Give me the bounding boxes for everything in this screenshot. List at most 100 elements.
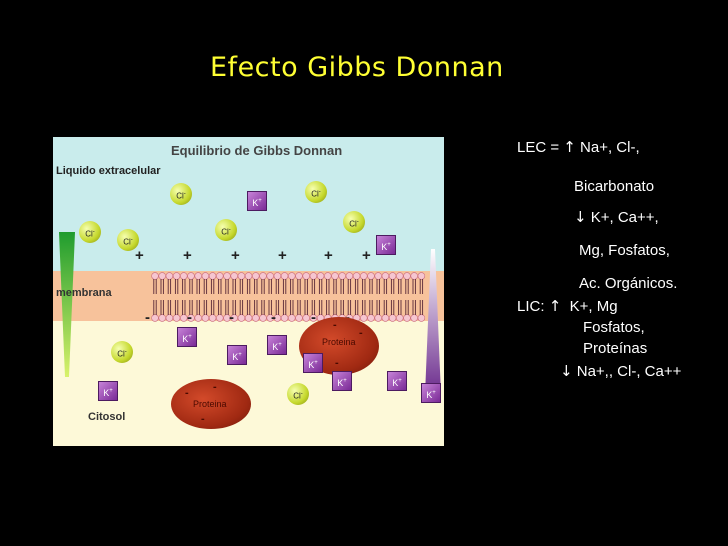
chloride-ion: Cl- (305, 181, 327, 203)
lipid-tail (182, 300, 186, 315)
potassium-ion: K+ (227, 345, 247, 365)
negative-charge: - (187, 309, 192, 326)
lipid-head (180, 314, 188, 322)
lipid-head (230, 272, 238, 280)
lipid-head (244, 272, 253, 280)
lipid-tail (383, 279, 388, 294)
lipid-tail (268, 279, 272, 294)
chloride-ion: Cl- (117, 229, 139, 251)
lipid-head (417, 272, 426, 280)
slide-title: Efecto Gibbs Donnan (210, 52, 504, 83)
lipid-tail (160, 300, 164, 315)
lec-down-1: K+, Ca++, (590, 209, 659, 226)
lipid-tail (333, 300, 337, 315)
lipid-tail (275, 279, 280, 294)
lipid-tail (398, 300, 402, 315)
lipid-head (302, 272, 310, 280)
potassium-label: K (182, 334, 189, 344)
lipid-head (216, 272, 224, 280)
lipid-tail (369, 279, 373, 294)
lipid-tail (174, 279, 179, 294)
lec-line-1: LEC = ↑ Na+, Cl-, (517, 138, 640, 156)
lipid-tail (282, 279, 287, 294)
lic-line-4: ↓ Na+,, Cl-, Ca++ (560, 362, 681, 380)
lipid-head (396, 272, 404, 280)
lipid-tail (153, 279, 157, 294)
protein-small: Proteina - - - (171, 379, 251, 429)
lipid-head (208, 314, 217, 322)
potassium-ion: K+ (376, 235, 396, 255)
lipid-tail (412, 300, 416, 315)
potassium-ion: K+ (387, 371, 407, 391)
chloride-label: Cl (123, 237, 131, 247)
lec-up-2: Bicarbonato (574, 178, 655, 195)
lipid-head (151, 314, 159, 322)
negative-charge: - (145, 309, 150, 326)
potassium-label: K (308, 360, 315, 370)
chloride-ion: Cl- (170, 183, 192, 205)
lec-down-3: Ac. Orgánicos. (579, 275, 678, 292)
lic-up-3: Proteínas (583, 340, 648, 357)
potassium-ion: K+ (267, 335, 287, 355)
potassium-label: K (426, 390, 433, 400)
potassium-label: K (232, 352, 239, 362)
lipid-head (295, 272, 303, 280)
lipid-tail (326, 300, 330, 315)
lipid-tail (160, 279, 164, 294)
lipid-head (367, 272, 375, 280)
lipid-head (252, 314, 260, 322)
potassium-label: K (103, 388, 110, 398)
lipid-tail (196, 279, 200, 294)
lipid-tail (297, 300, 301, 315)
gradient-wedges (59, 232, 441, 395)
lipid-head (410, 314, 418, 322)
lipid-head (158, 314, 166, 322)
lipid-tail (254, 279, 258, 294)
negative-charge: - (201, 413, 205, 425)
lipid-tail (218, 300, 222, 315)
lipid-head (273, 314, 282, 322)
lipid-tail (167, 279, 172, 294)
lipid-tail (340, 279, 344, 294)
lipid-head (266, 314, 274, 322)
positive-charge: + (231, 247, 240, 264)
lipid-tail (232, 279, 236, 294)
lipid-head (316, 272, 325, 280)
lipid-head (194, 272, 202, 280)
lipid-head (201, 314, 210, 322)
negative-charge: - (359, 327, 363, 339)
lipid-tail (347, 279, 352, 294)
lipid-tail (419, 279, 424, 294)
lipid-head (338, 272, 346, 280)
lec-up-1: Na+, Cl-, (580, 139, 640, 156)
positive-charge: + (324, 247, 333, 264)
potassium-ion: K+ (303, 353, 323, 373)
lipid-tail (383, 300, 388, 315)
lipid-head (374, 272, 382, 280)
potassium-label: K (272, 342, 279, 352)
lipid-tail (225, 300, 229, 315)
lipid-tail (297, 279, 301, 294)
chloride-label: Cl (117, 349, 125, 359)
chloride-label: Cl (221, 227, 229, 237)
lipid-head (381, 314, 390, 322)
potassium-ion: K+ (98, 381, 118, 401)
lipid-tail (261, 300, 265, 315)
protein-label: Proteina (193, 399, 227, 409)
diagram-title: Equilibrio de Gibbs Donnan (171, 143, 343, 158)
lipid-tail (405, 279, 409, 294)
lec-down-2: Mg, Fosfatos, (579, 242, 670, 259)
lipid-head (360, 272, 368, 280)
extracellular-label: Liquido extracelular (56, 165, 161, 177)
lipid-head (388, 314, 397, 322)
arrow-up-icon: ↑ (563, 138, 576, 156)
lipid-tail (318, 279, 323, 294)
lipid-tail (246, 279, 251, 294)
lipid-head (165, 272, 174, 280)
potassium-label: K (337, 378, 344, 388)
lipid-head (201, 272, 210, 280)
chloride-label: Cl (293, 391, 301, 401)
lipid-head (158, 272, 166, 280)
lipid-tail (189, 300, 193, 315)
lipid-tail (376, 300, 380, 315)
